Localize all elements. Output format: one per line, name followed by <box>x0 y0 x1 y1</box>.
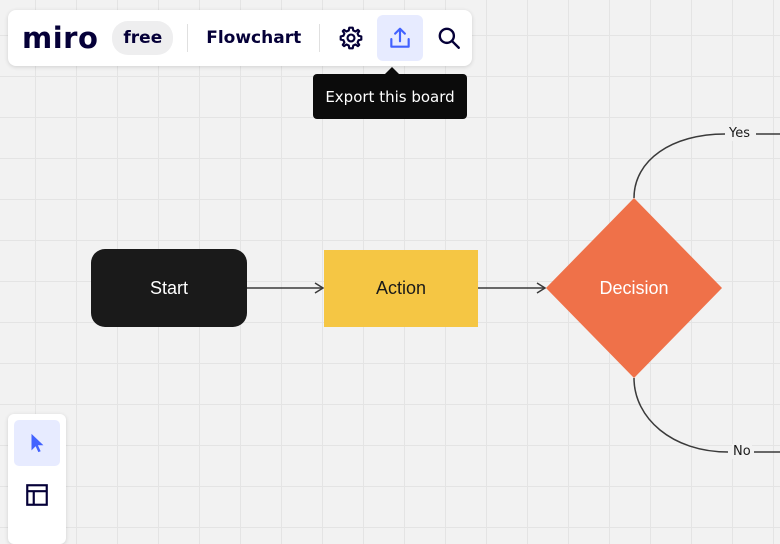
templates-tool-button[interactable] <box>14 472 60 518</box>
board-canvas[interactable] <box>0 0 780 521</box>
layout-template-icon <box>26 484 48 506</box>
gear-icon <box>339 26 363 50</box>
decision-label: Decision <box>599 277 669 298</box>
board-title[interactable]: Flowchart <box>206 28 302 48</box>
edge-decision-no[interactable] <box>633 377 780 453</box>
select-tool-button[interactable] <box>14 420 60 466</box>
action-label: Action <box>375 278 427 298</box>
plan-badge[interactable]: free <box>112 21 174 55</box>
miro-logo[interactable]: miro <box>22 21 99 55</box>
cursor-arrow-icon <box>31 433 44 453</box>
top-toolbar: miro free Flowchart <box>8 10 472 66</box>
no-edge-label: No <box>732 444 752 459</box>
search-button[interactable] <box>427 15 472 61</box>
edge-decision-yes[interactable] <box>633 133 780 199</box>
export-button[interactable] <box>377 15 423 61</box>
yes-edge-label: Yes <box>728 126 751 141</box>
toolbar-divider <box>319 24 321 52</box>
decision-shape[interactable] <box>546 198 722 378</box>
start-label: Start <box>149 277 188 298</box>
search-icon <box>438 27 461 49</box>
settings-button[interactable] <box>328 15 373 61</box>
left-tool-panel <box>8 414 66 544</box>
tooltip-arrow <box>384 67 400 75</box>
export-tooltip: Export this board <box>313 74 467 119</box>
upload-icon <box>390 27 410 48</box>
start-shape[interactable]: Start <box>91 249 247 327</box>
toolbar-divider <box>187 24 189 52</box>
action-shape[interactable]: Action <box>324 250 478 327</box>
